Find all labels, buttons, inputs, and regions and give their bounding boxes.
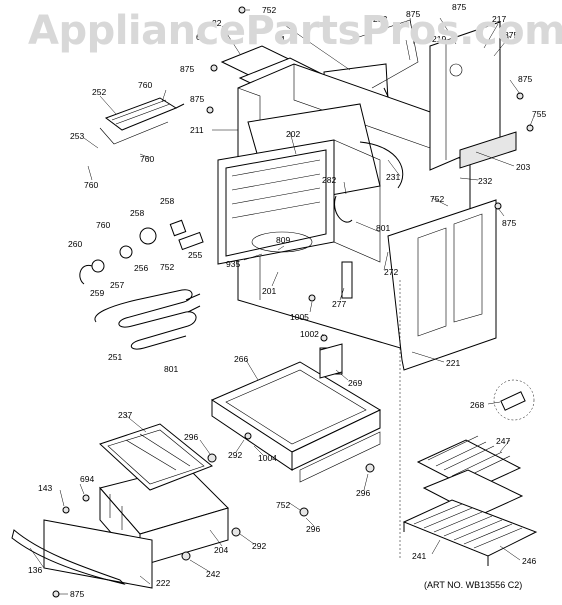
label-136: 136 <box>28 565 42 575</box>
label-801: 801 <box>376 223 390 233</box>
label-752: 752 <box>160 262 174 272</box>
label-296: 296 <box>184 432 198 442</box>
label-875: 875 <box>406 9 420 19</box>
drawer-support-drawing <box>210 361 382 483</box>
label-258: 258 <box>160 196 174 206</box>
label-760: 760 <box>140 154 154 164</box>
watermark: AppliancePartsPros.com <box>28 8 562 54</box>
label-221: 221 <box>446 358 460 368</box>
label-277: 277 <box>332 299 346 309</box>
label-752: 752 <box>276 500 290 510</box>
broil-element-drawing <box>99 97 185 145</box>
label-268: 268 <box>470 400 484 410</box>
label-242: 242 <box>206 569 220 579</box>
label-252: 252 <box>92 87 106 97</box>
label-253: 253 <box>70 131 84 141</box>
label-752: 752 <box>262 5 276 15</box>
label-875: 875 <box>518 74 532 84</box>
label-875: 875 <box>70 589 84 599</box>
leader-lines <box>29 9 535 595</box>
label-935: 935 <box>226 259 240 269</box>
label-259: 259 <box>90 288 104 298</box>
part-labels: 752 22 6 4 282 875 875 217 219 875 875 8… <box>28 2 546 599</box>
label-203: 203 <box>516 162 530 172</box>
label-222: 222 <box>156 578 170 588</box>
label-241: 241 <box>412 551 426 561</box>
label-237: 237 <box>118 410 132 420</box>
label-266: 266 <box>234 354 248 364</box>
label-760: 760 <box>96 220 110 230</box>
art-number: (ART NO. WB13556 C2) <box>424 580 523 590</box>
label-211: 211 <box>190 125 204 135</box>
label-752: 752 <box>430 194 444 204</box>
label-801: 801 <box>164 364 178 374</box>
label-1004: 1004 <box>258 453 277 463</box>
oven-liner-drawing <box>217 103 404 265</box>
label-251: 251 <box>108 352 122 362</box>
label-809: 809 <box>276 235 290 245</box>
label-875: 875 <box>452 2 466 12</box>
label-1005: 1005 <box>290 312 309 322</box>
label-296: 296 <box>356 488 370 498</box>
drawer-pan-drawing <box>99 423 213 491</box>
label-875: 875 <box>180 64 194 74</box>
label-202: 202 <box>286 129 300 139</box>
label-256: 256 <box>134 263 148 273</box>
label-204: 204 <box>214 545 228 555</box>
label-246: 246 <box>522 556 536 566</box>
label-875: 875 <box>190 94 204 104</box>
label-272: 272 <box>384 267 398 277</box>
label-201: 201 <box>262 286 276 296</box>
label-292: 292 <box>228 450 242 460</box>
label-760: 760 <box>138 80 152 90</box>
label-22: 22 <box>212 18 222 28</box>
label-875: 875 <box>504 30 518 40</box>
label-232: 232 <box>478 176 492 186</box>
label-258: 258 <box>130 208 144 218</box>
label-260: 260 <box>68 239 82 249</box>
label-219: 219 <box>432 34 446 44</box>
label-269: 269 <box>348 378 362 388</box>
label-247: 247 <box>496 436 510 446</box>
label-231: 231 <box>386 172 400 182</box>
label-755: 755 <box>532 109 546 119</box>
racks-drawing <box>402 435 538 566</box>
side-panel-drawing <box>387 199 497 371</box>
label-1002: 1002 <box>300 329 319 339</box>
label-282: 282 <box>322 175 336 185</box>
label-875: 875 <box>502 218 516 228</box>
label-143: 143 <box>38 483 52 493</box>
label-6: 6 <box>196 32 201 42</box>
hinge-detail-drawing <box>493 379 535 421</box>
label-292: 292 <box>252 541 266 551</box>
bake-element-drawing <box>94 289 201 350</box>
label-296: 296 <box>306 524 320 534</box>
label-217: 217 <box>492 14 506 24</box>
bracket-269-drawing <box>319 343 343 379</box>
label-255: 255 <box>188 250 202 260</box>
screws-drawing <box>52 6 534 598</box>
label-257: 257 <box>110 280 124 290</box>
label-282: 282 <box>373 14 387 24</box>
label-694: 694 <box>80 474 94 484</box>
label-760: 760 <box>84 180 98 190</box>
label-4: 4 <box>280 34 285 44</box>
drawer-front-drawing <box>11 519 153 589</box>
